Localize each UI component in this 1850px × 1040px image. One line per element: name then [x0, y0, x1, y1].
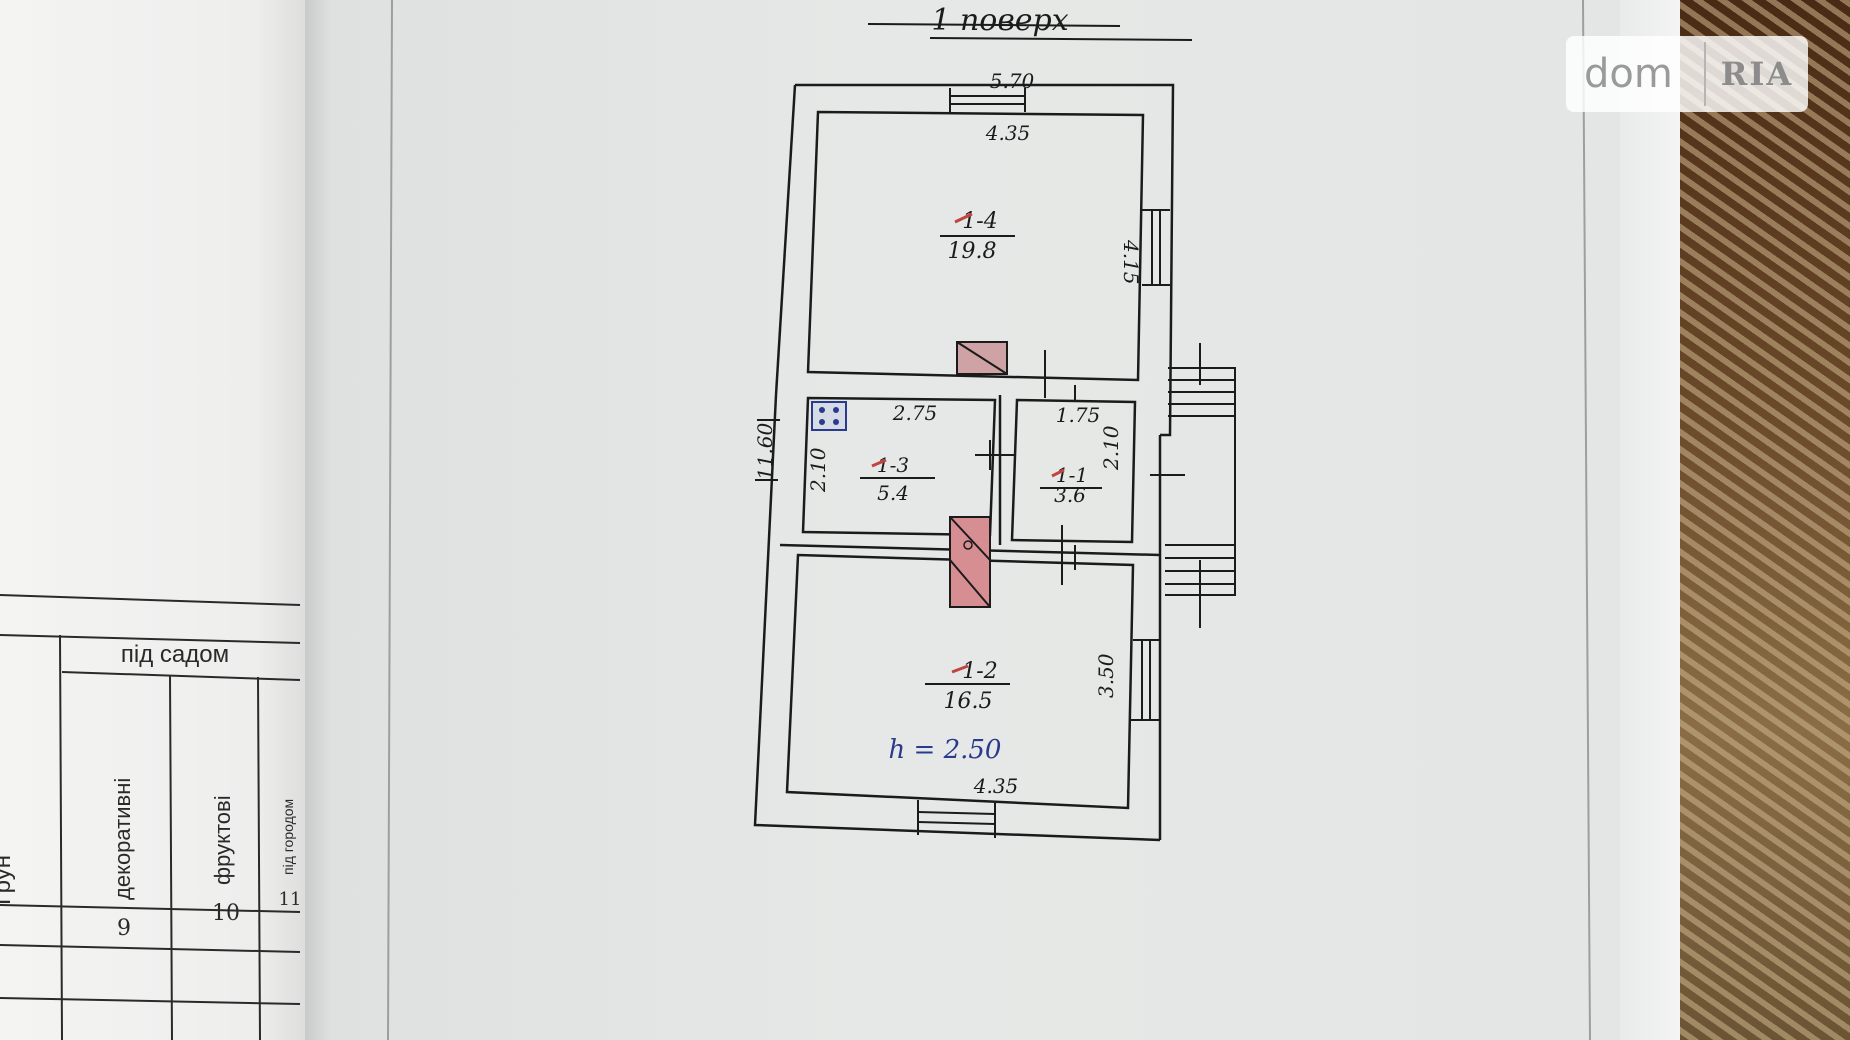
dim-room2-bottom: 4.35	[973, 774, 1019, 798]
room-1-3-id: 1-3	[877, 453, 909, 477]
domria-watermark: dom RIA	[1566, 36, 1808, 112]
room-labels: 1-4 19.8 1-3 5.4 1-1 3.6 1-2 16.5 h = 2.…	[860, 209, 1102, 765]
floor-title: 1 поверх	[867, 3, 1193, 41]
col-ground-partial: Грун	[0, 855, 16, 905]
watermark-dom: dom	[1584, 51, 1673, 97]
room-1-1-outline	[1010, 398, 1137, 544]
num-fruit: 10	[212, 901, 240, 926]
window-bottom	[917, 800, 996, 838]
room-1-2-area: 16.5	[944, 689, 993, 714]
room-1-1-area: 3.6	[1054, 483, 1086, 507]
sheet-right-edge	[1620, 0, 1680, 1040]
floor-title-text: 1 поверх	[931, 3, 1068, 38]
window-top	[949, 88, 1026, 112]
sheet-border-left	[387, 0, 393, 1040]
num-under: 11	[279, 889, 302, 910]
dim-room4-right: 4.15	[1119, 239, 1143, 285]
dim-outer-top: 5.70	[990, 69, 1035, 93]
watermark-separator	[1704, 42, 1706, 106]
room-1-1-id: 1-1	[1056, 463, 1088, 487]
porch-stairs	[1150, 343, 1236, 628]
land-table	[0, 594, 301, 1040]
num-decorative: 9	[117, 916, 131, 941]
doors	[975, 350, 1076, 585]
col-decorative: декоративні	[110, 778, 135, 900]
floor-plan-sheet	[330, 0, 1680, 1040]
room-1-4-outline	[806, 110, 1145, 382]
outer-wall-top-right	[795, 83, 1175, 437]
stove-room3	[949, 516, 991, 608]
col-fruit: фруктові	[210, 795, 235, 885]
room-1-2-id: 1-2	[962, 659, 997, 684]
dim-room4-top: 4.35	[985, 121, 1031, 145]
dim-room3-top: 2.75	[892, 401, 938, 425]
window-right-room4	[1142, 209, 1170, 286]
dim-room1-right: 2.10	[1099, 425, 1123, 471]
window-left	[755, 419, 780, 481]
red-pencil-marks	[871, 212, 1065, 674]
gas-stove-icon	[811, 401, 847, 431]
room-1-2-outline	[785, 553, 1135, 810]
stove-room4	[956, 341, 1008, 375]
table-header: під садом	[121, 641, 229, 668]
window-right-room2	[1130, 639, 1160, 721]
dimension-labels: 5.70 4.35 4.15 2.75 2.10 1.75 2.10 11.60…	[753, 69, 1143, 798]
room-1-4-area: 19.8	[948, 239, 997, 264]
dim-room1-top: 1.75	[1056, 403, 1101, 427]
outer-wall-left-top	[774, 84, 797, 396]
sheet-border-right	[1582, 0, 1591, 1040]
col-under-vegetables: під городом	[280, 799, 296, 875]
left-page	[0, 0, 320, 1040]
outer-wall-left-bottom	[753, 394, 1161, 842]
watermark-ria: RIA	[1720, 55, 1794, 93]
dim-room2-right: 3.50	[1094, 653, 1118, 698]
windows	[755, 88, 1170, 838]
room-1-4-id: 1-4	[962, 209, 997, 234]
dim-room3-left: 2.10	[806, 447, 830, 493]
ceiling-height-note: h = 2.50	[889, 735, 1002, 765]
dim-outer-left: 11.60	[753, 422, 777, 480]
room-1-3-area: 5.4	[877, 481, 909, 505]
